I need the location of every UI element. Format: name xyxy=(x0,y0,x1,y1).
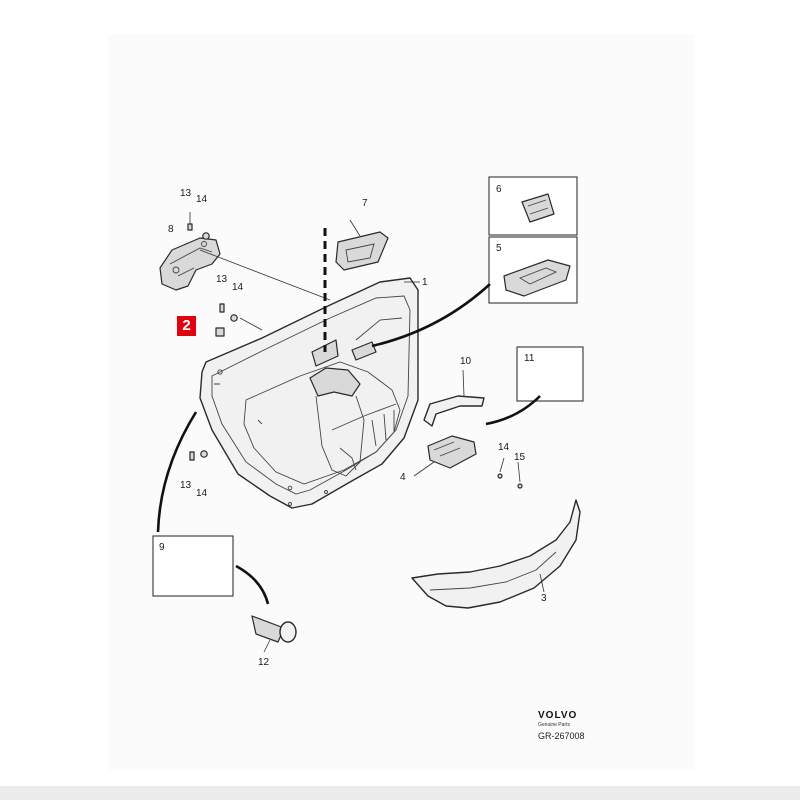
callout-box-11 xyxy=(516,346,584,402)
callout-4: 4 xyxy=(400,472,406,483)
callout-13: 13 xyxy=(180,480,192,491)
diagram-reference-code: GR-267008 xyxy=(538,731,585,741)
reference-arrows xyxy=(156,283,541,605)
volvo-logo: VOLVO xyxy=(538,710,578,721)
bottom-strip xyxy=(0,786,800,800)
callout-7: 7 xyxy=(362,198,368,209)
callout-box-5 xyxy=(488,236,578,304)
leader-lines xyxy=(199,219,545,653)
callout-13: 13 xyxy=(216,274,228,285)
callout-14: 14 xyxy=(196,488,208,499)
callout-14: 14 xyxy=(498,442,510,453)
door-trim-panel xyxy=(199,277,419,509)
callout-9: 9 xyxy=(159,542,165,553)
callout-5: 5 xyxy=(496,243,502,254)
callout-14: 14 xyxy=(232,282,244,293)
callout-8: 8 xyxy=(168,224,174,235)
inner-door-handle xyxy=(159,237,221,291)
callout-14: 14 xyxy=(196,194,208,205)
callout-10: 10 xyxy=(460,356,472,367)
highlighted-callout-2: 2 xyxy=(177,316,196,336)
callout-12: 12 xyxy=(258,657,270,668)
callout-box-6 xyxy=(488,176,578,236)
switch-panel-part xyxy=(335,231,389,271)
callout-11: 11 xyxy=(524,353,535,364)
callout-15: 15 xyxy=(514,452,526,463)
lower-trim-strip xyxy=(411,499,581,609)
callout-3: 3 xyxy=(541,593,547,604)
callout-1: 1 xyxy=(422,277,428,288)
callout-box-9 xyxy=(152,535,234,597)
handle-cover-part xyxy=(423,395,485,427)
callout-6: 6 xyxy=(496,184,502,195)
callout-13: 13 xyxy=(180,188,192,199)
genuine-parts-label: Genuine Parts xyxy=(538,722,570,728)
ashtray-bracket-part xyxy=(427,435,477,469)
callout-numbers: 13 14 8 7 1 13 14 6 5 10 11 14 15 4 13 1… xyxy=(159,184,547,668)
